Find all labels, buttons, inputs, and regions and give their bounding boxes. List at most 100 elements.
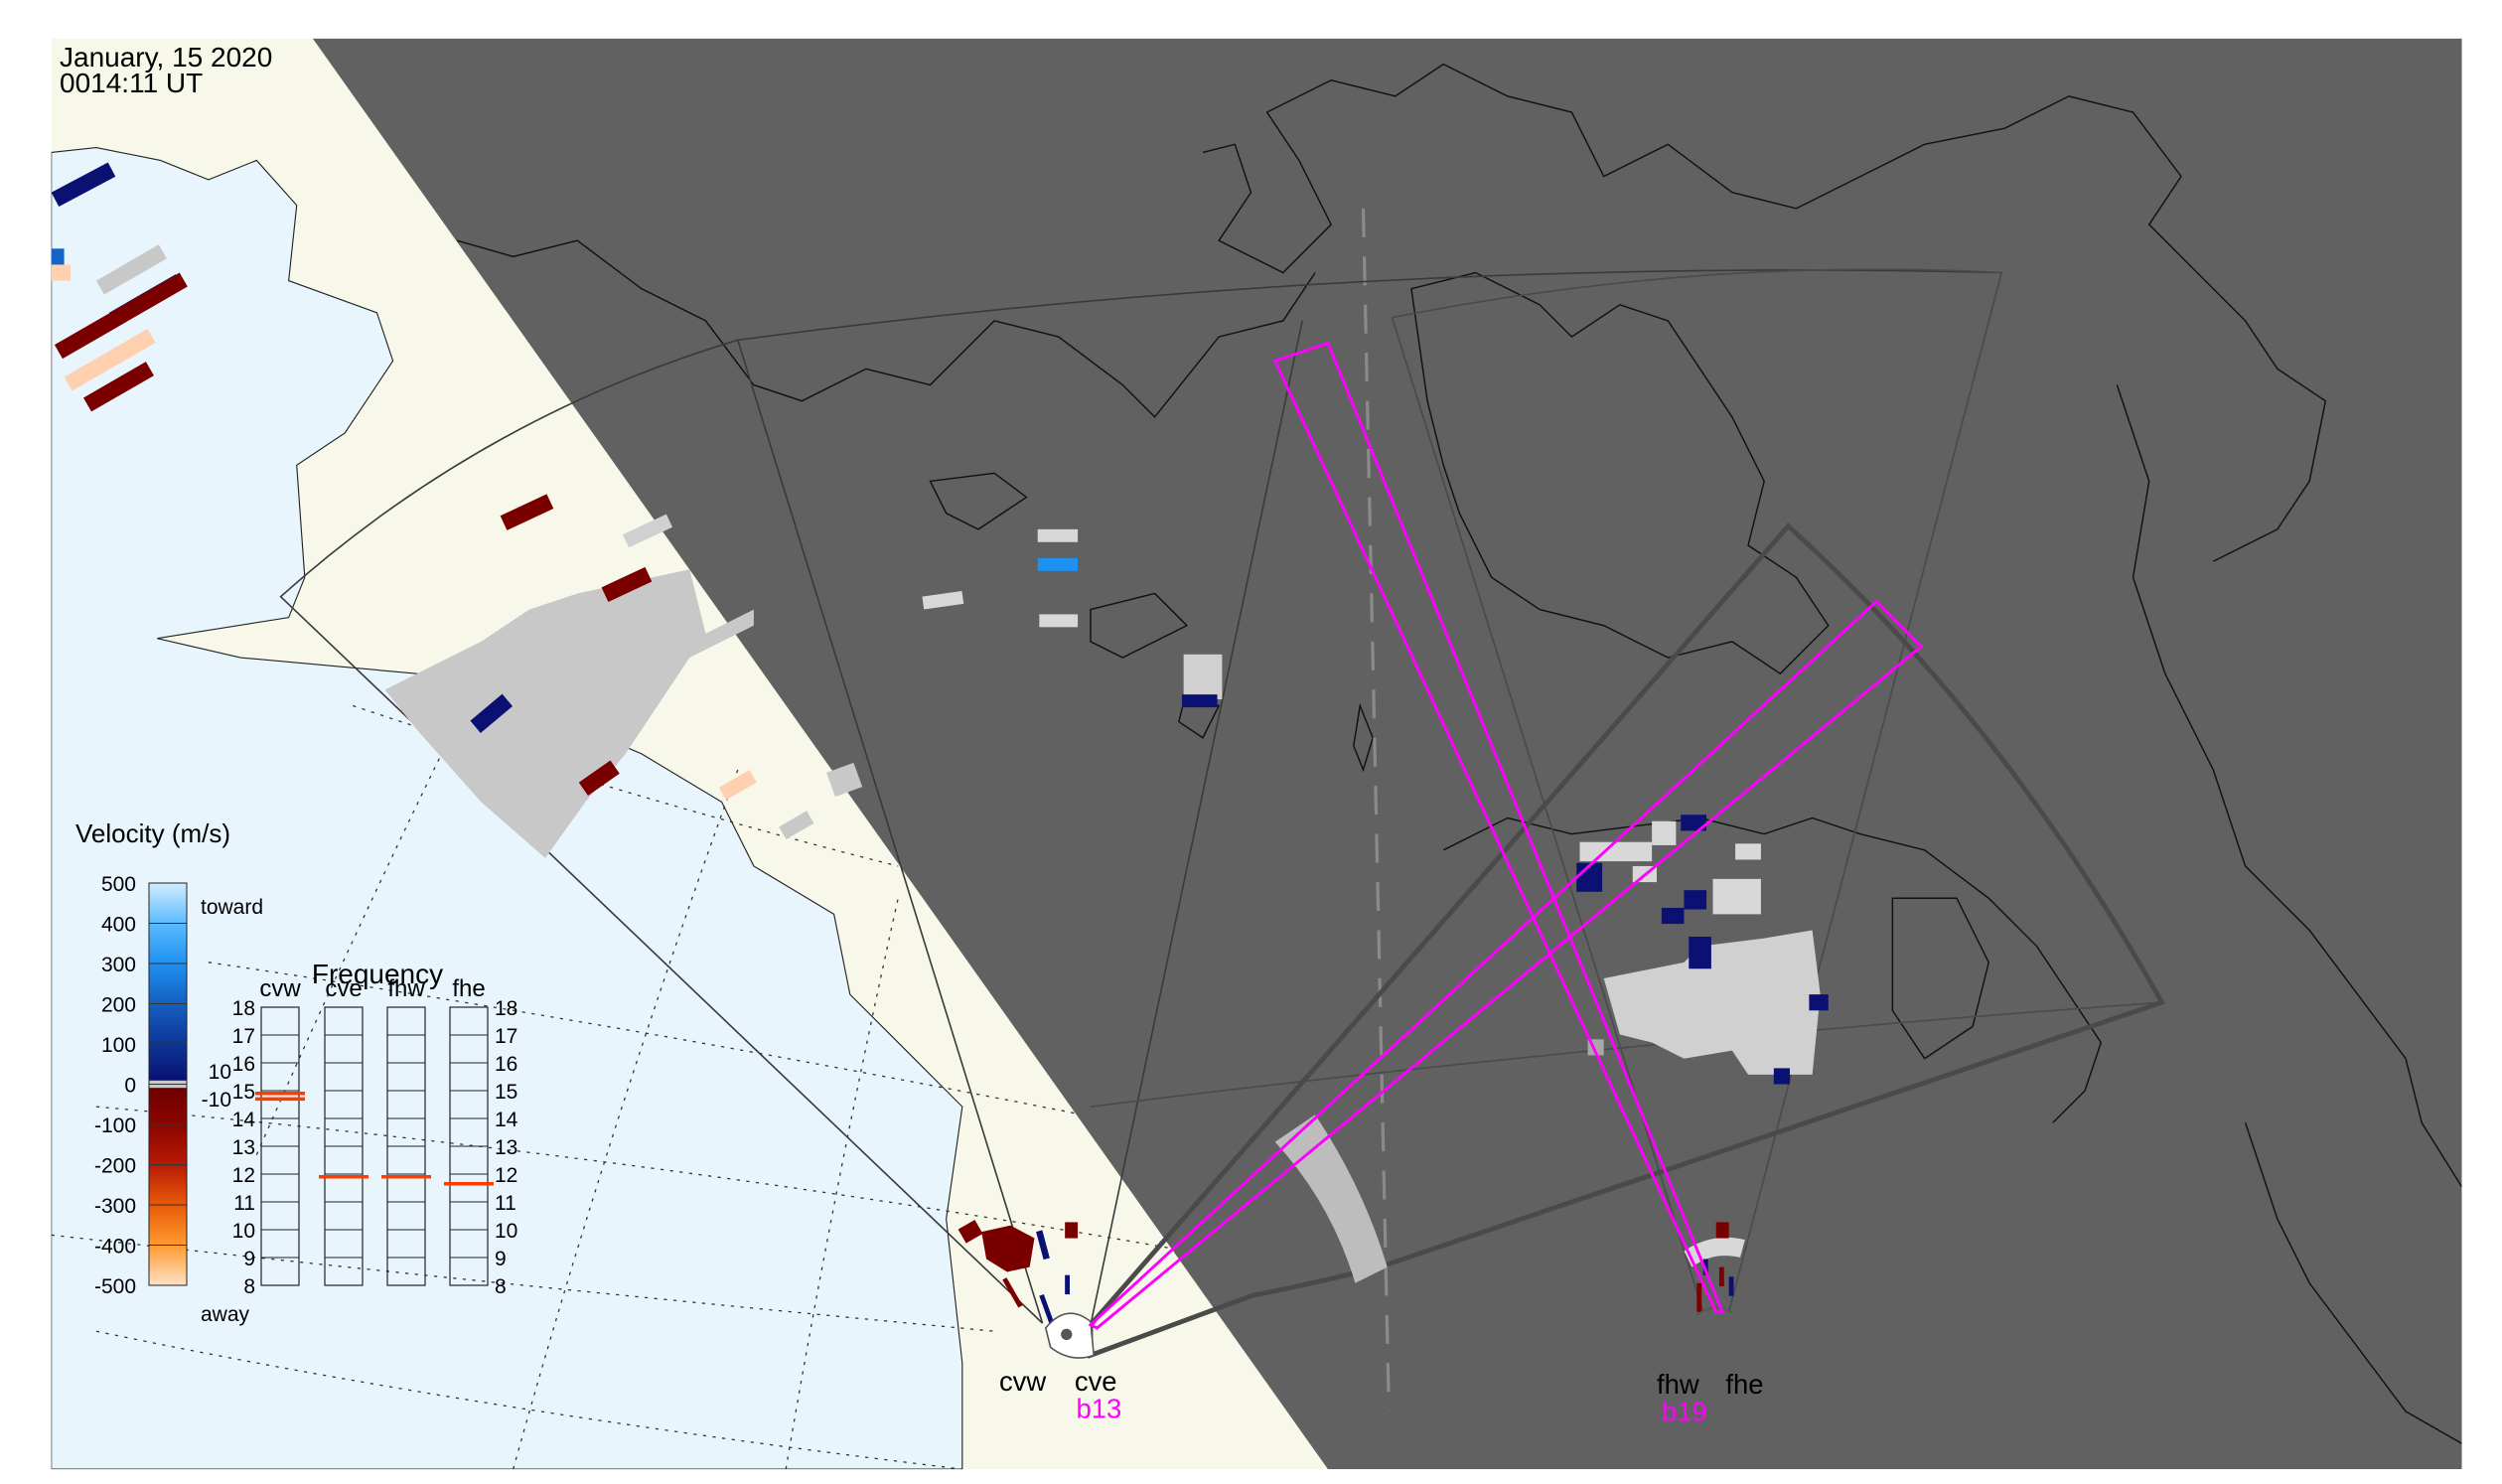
echo-cell	[51, 162, 116, 208]
echo-cell	[470, 693, 514, 733]
echo-cell	[1715, 1222, 1729, 1239]
frequency-column-cvw: cvw	[259, 975, 301, 1002]
echo-cell	[1183, 654, 1223, 700]
velocity-tick-label: -400	[94, 1236, 136, 1259]
radar-site-dot	[1061, 1328, 1073, 1341]
velocity-tick-label: 400	[101, 914, 136, 937]
frequency-tick-left: 10	[232, 1220, 255, 1243]
radar-label-cve: cve	[1075, 1366, 1117, 1397]
echo-cell	[1773, 1068, 1791, 1085]
echo-cell	[500, 494, 554, 530]
echo-cell	[1696, 1282, 1702, 1312]
beam-label-b19: b19	[1662, 1397, 1707, 1427]
frequency-tick-right: 16	[495, 1053, 517, 1076]
frequency-tick-right: 18	[495, 997, 517, 1020]
echo-cell	[922, 591, 964, 610]
echo-cell	[1809, 994, 1829, 1011]
echo-cell-cluster	[384, 569, 754, 858]
echo-cell	[51, 264, 72, 281]
echo-cell	[601, 566, 653, 602]
date-label: January, 15 2020	[60, 42, 272, 73]
echo-cell	[1652, 820, 1677, 845]
velocity-tick-label: 500	[101, 873, 136, 896]
echo-cell	[1065, 1274, 1071, 1295]
echo-cell	[51, 248, 65, 268]
echo-cell	[82, 362, 154, 412]
frequency-tick-left: 8	[243, 1275, 255, 1298]
echo-cell	[622, 514, 672, 548]
echo-cell	[1728, 1276, 1734, 1296]
echo-cell	[1689, 936, 1711, 969]
echo-cell	[718, 770, 757, 801]
night-region	[312, 38, 2462, 1470]
echo-cell	[1579, 841, 1653, 862]
echo-cell	[1684, 890, 1707, 910]
frequency-tick-right: 10	[495, 1220, 517, 1243]
radar-label-fhw: fhw	[1657, 1369, 1699, 1400]
echo-cell	[1661, 907, 1685, 925]
echo-cell	[1039, 614, 1079, 628]
echo-cell	[826, 762, 863, 798]
velocity-tick-label: 100	[101, 1034, 136, 1057]
frequency-tick-left: 15	[232, 1081, 255, 1104]
dashed-meridian	[1361, 208, 1391, 1411]
echo-cell	[1037, 528, 1079, 542]
gray-band-upper-label: 10	[209, 1061, 231, 1084]
echo-cell	[1735, 843, 1761, 860]
frequency-title: Frequency	[312, 959, 443, 989]
radar-label-fhe: fhe	[1725, 1369, 1763, 1400]
velocity-tick-label: -100	[94, 1114, 136, 1137]
away-label: away	[201, 1303, 250, 1326]
velocity-tick-label: -500	[94, 1275, 136, 1298]
frequency-tick-left: 11	[233, 1192, 255, 1215]
frequency-tick-left: 14	[232, 1109, 256, 1131]
frequency-tick-right: 13	[495, 1136, 517, 1159]
frequency-column-fhw: fhw	[387, 975, 425, 1002]
echo-cell	[779, 811, 814, 839]
echo-cell	[1681, 815, 1707, 831]
echo-cells	[51, 162, 1829, 1323]
selected-beams	[1088, 341, 1924, 1330]
echo-cell	[578, 760, 620, 796]
frequency-tick-left: 9	[243, 1248, 255, 1270]
echo-cell	[1712, 878, 1761, 915]
velocity-legend: Velocity (m/s) 500 400 300 200 100 0 -100 -200 -…	[75, 818, 263, 1326]
toward-label: toward	[201, 896, 263, 919]
frequency-tick-right: 14	[495, 1109, 518, 1131]
frequency-tick-right: 8	[495, 1275, 507, 1298]
frequency-tick-right: 17	[495, 1025, 517, 1048]
echo-cell	[1065, 1222, 1079, 1239]
echo-cell-cluster	[1603, 930, 1821, 1075]
velocity-tick-label: 0	[124, 1075, 136, 1098]
beam-b19-fhw	[1272, 341, 1725, 1314]
frequency-tick-left: 16	[232, 1053, 255, 1076]
frequency-column-cve: cve	[325, 975, 362, 1002]
echo-cell	[957, 1219, 983, 1244]
echo-cell	[1037, 557, 1079, 571]
map-area: cvw cve b13 fhw fhe b19	[51, 38, 2462, 1470]
echo-cell	[1182, 694, 1218, 708]
coastlines	[456, 63, 2462, 1444]
echo-cell	[95, 244, 167, 295]
velocity-title: Velocity (m/s)	[75, 818, 230, 848]
beam-label-b13: b13	[1076, 1393, 1121, 1423]
echo-cell	[1002, 1277, 1023, 1308]
echo-cell	[54, 272, 188, 360]
echo-cell-cluster	[981, 1225, 1035, 1272]
velocity-tick-label: -300	[94, 1195, 136, 1218]
frequency-tick-left: 17	[232, 1025, 255, 1048]
frequency-tick-right: 12	[495, 1164, 517, 1187]
cve-fov	[1088, 522, 2166, 1359]
frequency-tick-left: 18	[232, 997, 255, 1020]
gray-band-lower-label: -10	[202, 1089, 231, 1112]
velocity-tick-label: 200	[101, 994, 136, 1017]
beam-b13-cve	[1088, 599, 1924, 1330]
echo-cell-cluster	[1684, 1237, 1745, 1267]
velocity-tick-label: 300	[101, 954, 136, 976]
echo-cell	[1576, 862, 1603, 892]
velocity-tick-label: -200	[94, 1155, 136, 1178]
echo-cell	[1718, 1266, 1724, 1286]
echo-cell	[1039, 1294, 1054, 1323]
